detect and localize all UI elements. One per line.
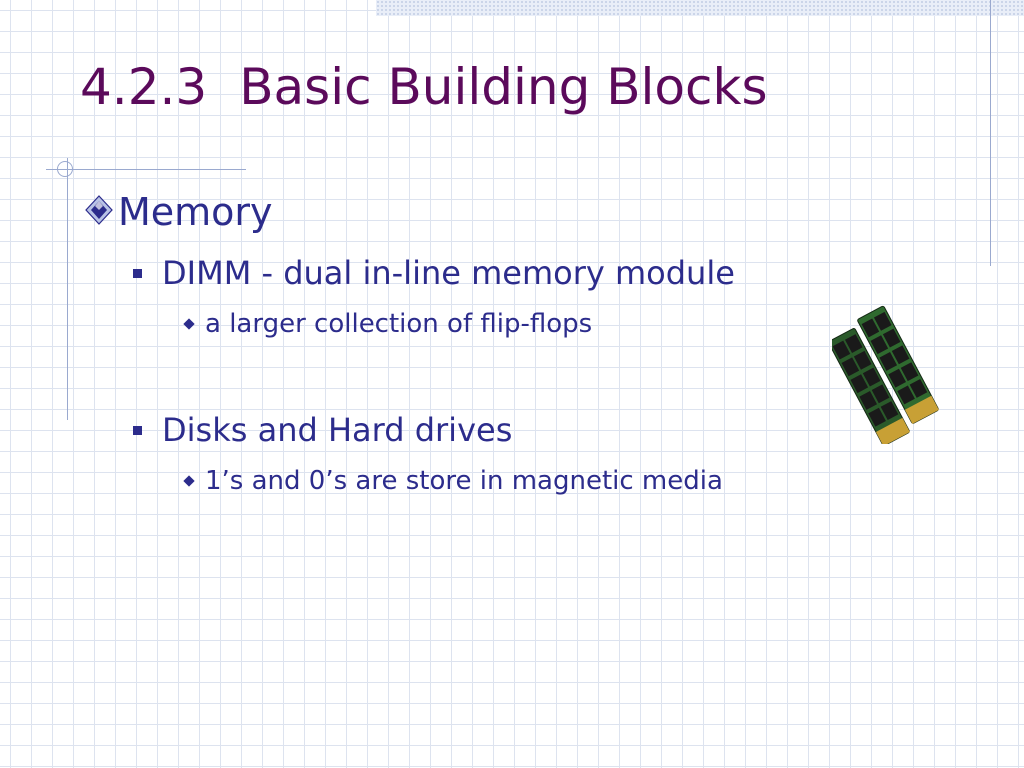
bullet-memory-label: Memory (118, 190, 273, 234)
corner-ring-decor (57, 161, 73, 177)
sub-bullet-flipflops: a larger collection of flip-flops (183, 309, 593, 339)
bullet-dimm-label: DIMM - dual in-line memory module (162, 254, 735, 292)
bullet-dimm: DIMM - dual in-line memory module (133, 254, 735, 292)
small-diamond-bullet-icon (183, 475, 195, 487)
diamond-bullet-icon (84, 190, 114, 234)
memory-module-icon (828, 300, 958, 447)
slide-title: 4.2.3 Basic Building Blocks (80, 58, 768, 116)
left-vertical-rule (67, 158, 68, 420)
sub-bullet-magnetic: 1’s and 0’s are store in magnetic media (183, 466, 723, 496)
title-text: Basic Building Blocks (239, 58, 768, 116)
right-vertical-rule (990, 0, 991, 266)
bullet-disks: Disks and Hard drives (133, 411, 512, 449)
top-decor-band (376, 0, 1024, 16)
small-diamond-bullet-icon (183, 318, 195, 330)
bullet-memory: Memory (84, 190, 273, 234)
sub-bullet-flipflops-label: a larger collection of flip-flops (205, 309, 593, 339)
title-number: 4.2.3 (80, 58, 208, 116)
square-bullet-icon (133, 268, 142, 278)
sub-bullet-magnetic-label: 1’s and 0’s are store in magnetic media (205, 466, 723, 496)
bullet-disks-label: Disks and Hard drives (162, 411, 513, 449)
square-bullet-icon (133, 425, 142, 435)
left-horizontal-rule (46, 169, 246, 170)
